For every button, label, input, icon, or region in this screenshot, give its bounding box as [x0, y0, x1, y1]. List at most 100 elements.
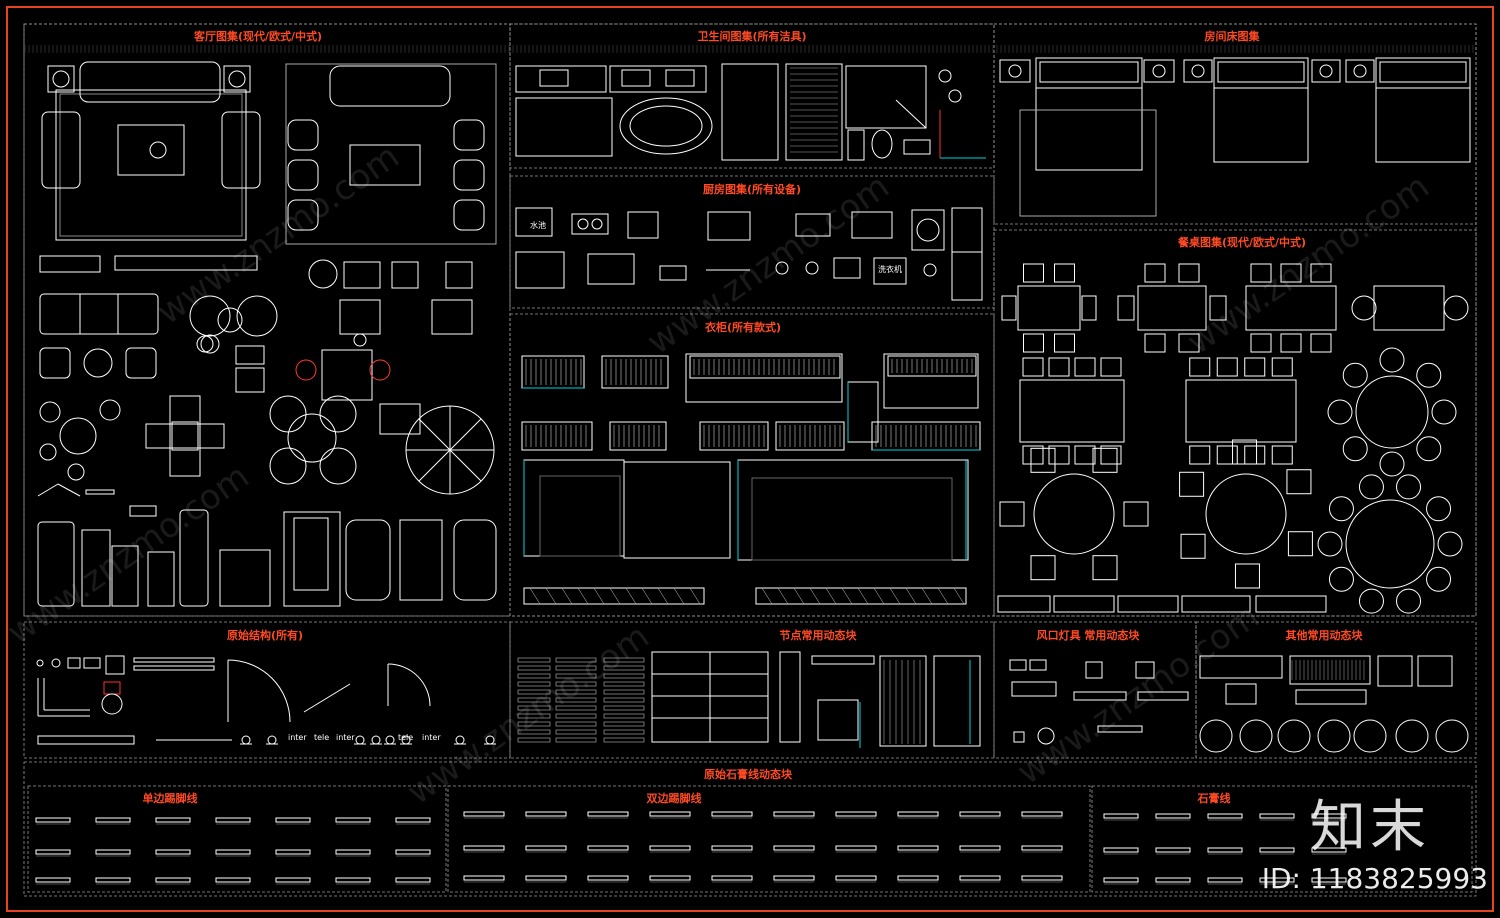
moulding-profile — [711, 875, 753, 881]
double-bed-2 — [1213, 57, 1309, 163]
node-text-line — [555, 713, 597, 719]
node-text-line — [517, 665, 551, 671]
dining-chair — [1216, 357, 1238, 377]
washer-drum — [916, 218, 940, 242]
wall-line — [133, 665, 215, 671]
moulding-profile — [1155, 877, 1191, 883]
sideboard — [1255, 595, 1327, 613]
moulding-profile — [897, 875, 939, 881]
moulding-profile — [1155, 813, 1191, 819]
strip-diag — [953, 587, 965, 605]
drain-icon — [923, 263, 937, 277]
round-chair — [1379, 347, 1405, 373]
table-centre — [171, 421, 199, 451]
strip-diag — [777, 587, 789, 605]
floor-lamp-icon — [196, 335, 214, 353]
wardrobe-strip-1 — [523, 587, 705, 605]
round-table-big-2 — [1205, 473, 1287, 555]
sofa-modern — [39, 293, 159, 335]
inter-label-3: inter — [336, 733, 355, 742]
dining-table-sq-h — [145, 423, 225, 449]
moulding-profile — [587, 875, 629, 881]
bedroom-section-border — [993, 23, 1477, 225]
moulding-profile — [649, 845, 691, 851]
accent-circle-red — [295, 359, 317, 381]
strip-diag — [761, 587, 773, 605]
burner — [591, 218, 603, 230]
moulding-profile — [649, 811, 691, 817]
id-tag: ID: 1183825993 — [1261, 862, 1488, 895]
inter-label-1: inter — [288, 733, 307, 742]
moulding-profile — [155, 817, 191, 823]
moulding-profile — [155, 877, 191, 883]
linear-light — [1137, 691, 1189, 701]
node-text-line — [603, 673, 645, 679]
dishwasher — [587, 253, 635, 285]
dining-chair — [1216, 445, 1238, 465]
moulding-profile — [1103, 847, 1139, 853]
small-box — [67, 657, 81, 669]
dining-table-8-euro-2 — [1185, 379, 1297, 443]
node-text-line — [603, 729, 645, 735]
moulding-profile — [35, 817, 71, 823]
hob — [571, 213, 609, 235]
machine-frame — [283, 511, 341, 607]
moulding-profile — [335, 849, 371, 855]
node-text-line — [517, 657, 551, 663]
moulding-profile — [95, 877, 131, 883]
round-chair-sq — [1123, 501, 1149, 527]
node-text-line — [517, 681, 551, 687]
person-icon — [101, 693, 123, 715]
lounge-chair — [319, 395, 357, 433]
inter-label-2: tele — [314, 733, 330, 742]
strip-diag — [905, 587, 917, 605]
dining-chair — [1271, 357, 1293, 377]
dining-chair — [1280, 333, 1302, 353]
lamp-icon — [228, 70, 246, 88]
chair-plan — [343, 261, 381, 289]
plant-icon — [39, 443, 57, 461]
gypsum-section-border — [1091, 785, 1473, 893]
moulding-profile — [1021, 811, 1063, 817]
dining-chair — [1310, 263, 1332, 283]
round-chair — [1342, 362, 1368, 388]
node-text-line — [517, 713, 551, 719]
armchair-3 — [431, 299, 473, 335]
strip-diag — [857, 587, 869, 605]
ottoman — [217, 307, 243, 333]
line-block — [85, 489, 115, 495]
door-swing — [227, 659, 291, 723]
window-line — [303, 683, 351, 713]
compass-north-icon — [1199, 719, 1233, 753]
fixture-head — [355, 735, 365, 745]
lamp-icon — [353, 333, 367, 347]
round-chair-sq — [1092, 447, 1118, 473]
strip-diag — [689, 587, 701, 605]
node-section — [779, 651, 801, 743]
moulding-profile — [587, 845, 629, 851]
gym-station — [219, 549, 271, 607]
wardrobe-corner — [883, 353, 979, 409]
dining-chair — [1144, 333, 1166, 353]
other-section-border — [1195, 621, 1477, 759]
compass-north-icon — [1353, 719, 1387, 753]
round-chair — [1342, 436, 1368, 462]
floor-drain-icon — [948, 89, 962, 103]
moulding-profile — [463, 875, 505, 881]
wardrobe-vertical — [847, 381, 879, 443]
single-section-border — [27, 785, 447, 893]
moulding-profile — [1021, 845, 1063, 851]
strip-diag — [809, 587, 821, 605]
node-text-line — [603, 657, 645, 663]
double-section-border — [447, 785, 1091, 893]
plant-icon — [39, 401, 61, 423]
section-title-other: 其他常用动态块 — [1285, 629, 1363, 642]
round-chair-sq — [1092, 555, 1118, 581]
wardrobe-U-3-inner — [751, 477, 953, 561]
dining-chair — [1100, 357, 1122, 377]
round-chair — [1431, 399, 1457, 425]
dining-table-4b — [1137, 285, 1207, 331]
car-seat — [345, 519, 391, 601]
round-stool — [308, 259, 338, 289]
moulding-profile — [1207, 813, 1243, 819]
